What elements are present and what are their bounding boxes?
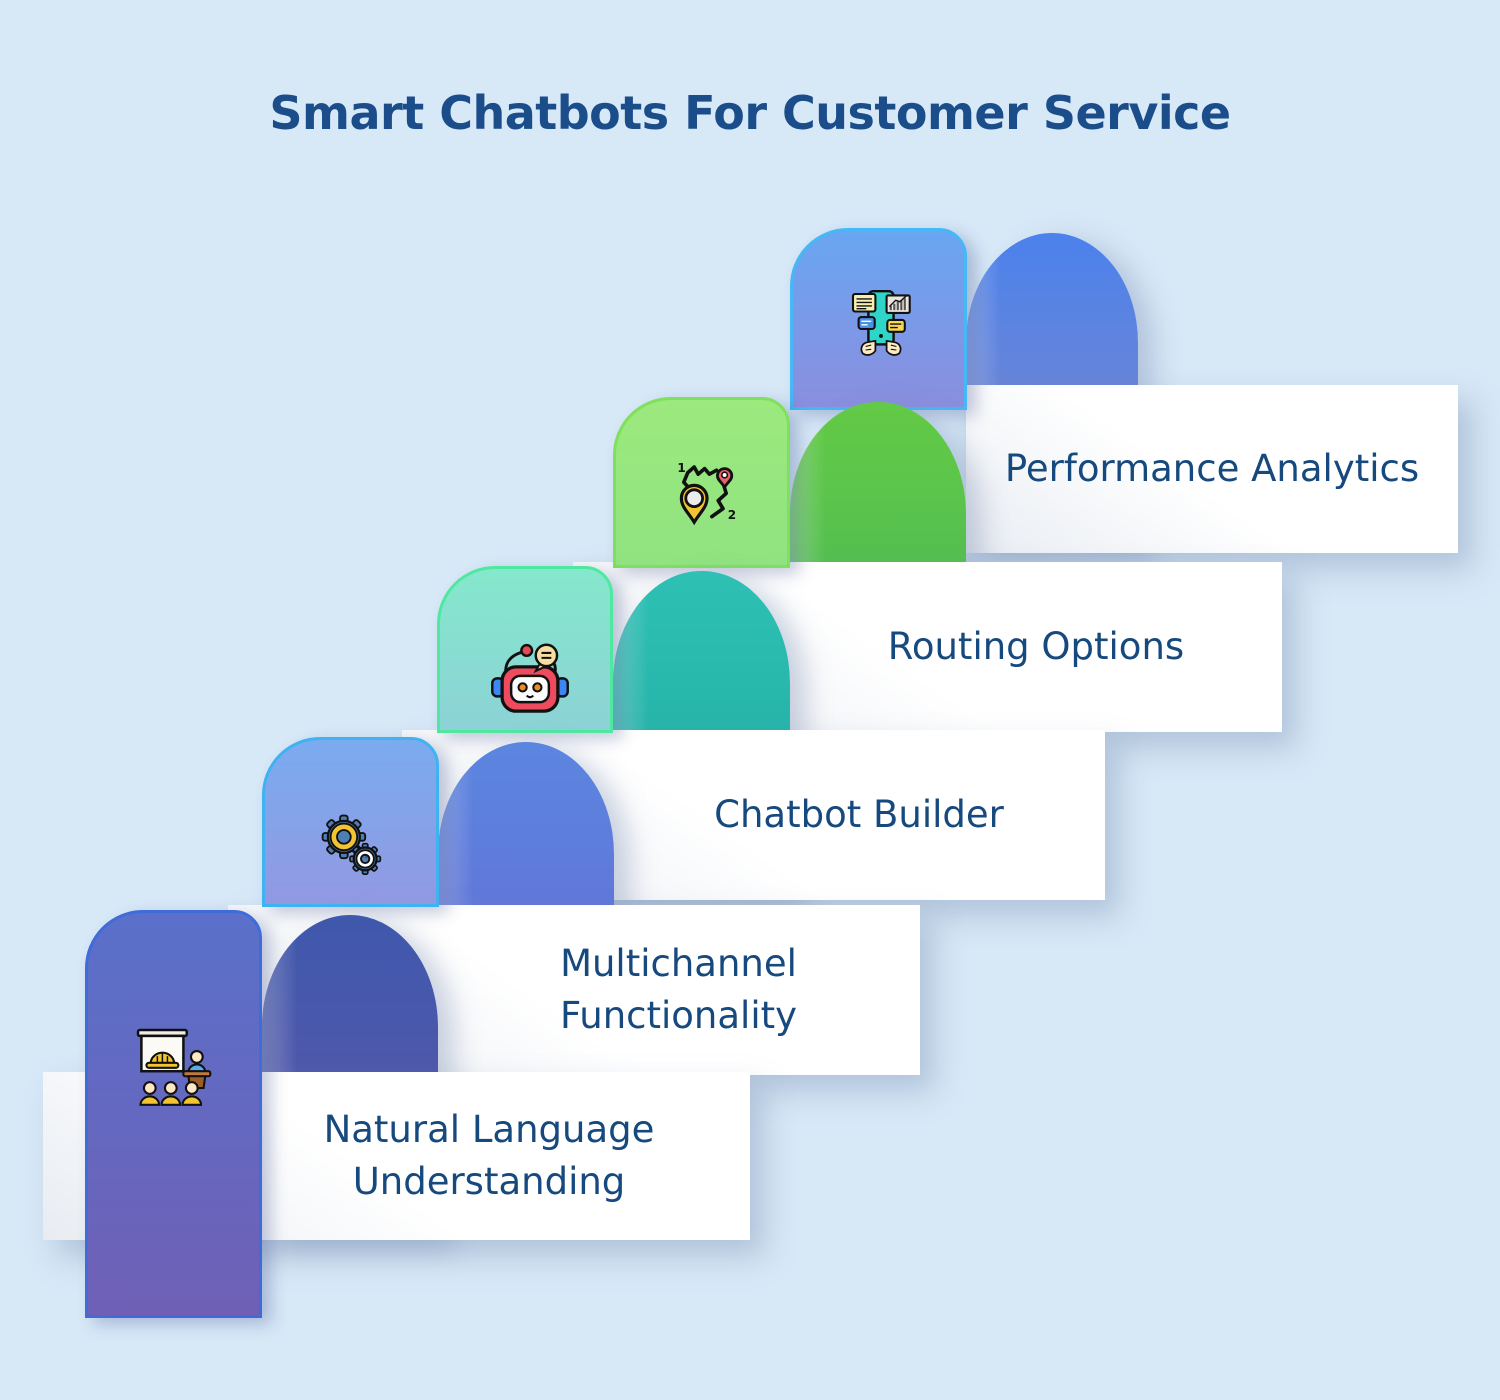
- route-pins-icon: 1 2: [667, 455, 747, 535]
- page-title: Smart Chatbots For Customer Service: [269, 86, 1231, 140]
- feature-label-line: Natural Language: [323, 1108, 655, 1151]
- arch-panel-multichannel: [262, 737, 439, 907]
- feature-label-line: Chatbot Builder: [714, 793, 1004, 836]
- svg-text:2: 2: [728, 508, 736, 522]
- feature-label: Chatbot Builder: [613, 789, 1105, 841]
- svg-text:1: 1: [677, 461, 685, 475]
- feature-card-performance-analytics: Performance Analytics: [966, 385, 1458, 553]
- arch-panel-chatbot-builder: [437, 566, 613, 733]
- arch-panel-performance-analytics: [790, 228, 967, 410]
- arch-panel-natural-language: [85, 910, 262, 1318]
- feature-label: Multichannel Functionality: [437, 938, 920, 1042]
- feature-label: Performance Analytics: [966, 443, 1458, 495]
- feature-label-line: Multichannel: [560, 942, 797, 985]
- gears-icon: [315, 808, 391, 884]
- feature-label-line: Routing Options: [887, 625, 1185, 668]
- analytics-dashboard-icon: [846, 283, 916, 361]
- feature-label-line: Understanding: [352, 1160, 626, 1203]
- feature-label: Natural Language Understanding: [228, 1104, 750, 1208]
- feature-label: Routing Options: [790, 621, 1282, 673]
- arch-panel-routing-options: 1 2: [613, 397, 790, 568]
- training-presentation-icon: [133, 1025, 217, 1109]
- chatbot-robot-icon: [485, 639, 575, 721]
- feature-label-line: Functionality: [559, 994, 797, 1037]
- feature-label-line: Performance Analytics: [1004, 447, 1420, 490]
